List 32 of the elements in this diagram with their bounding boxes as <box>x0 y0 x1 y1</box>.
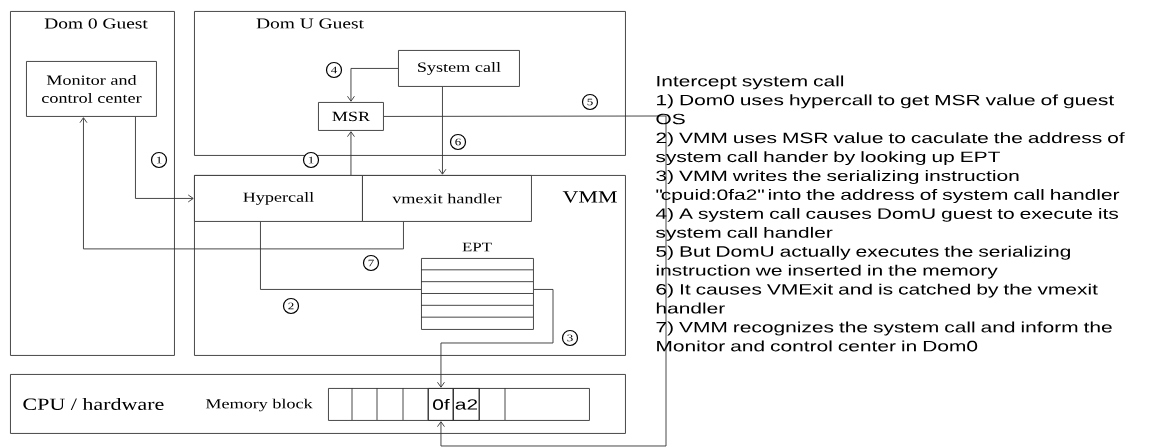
arrow <box>135 116 194 203</box>
step-text: 7) VMM recognizes the system call and inform the Monitor and control center in Dom0 <box>656 321 1112 352</box>
step-text: 5) But DomU actually executes the serializing instruction we inserted in the memory <box>656 245 1070 279</box>
memory-cell: a2 <box>453 388 480 421</box>
edge-label: 3 <box>561 329 579 347</box>
edge-label: 4 <box>325 61 343 79</box>
memory-cell: 0f <box>428 388 454 421</box>
edge-label: 1 <box>150 151 168 169</box>
step-text: 3) VMM writes the serializing instruction "cpuid:0fa2" into the address of system call handler <box>656 170 1120 203</box>
arrow <box>79 117 404 250</box>
arrow <box>347 68 399 102</box>
heading-text: Intercept system call <box>657 75 844 90</box>
process-box: System call <box>398 50 520 87</box>
edge-label: 7 <box>362 254 380 272</box>
step-text: 4) A system call causes DomU guest to execute its system call handler <box>655 207 1119 241</box>
step-text: 1) Dom0 uses hypercall to get MSR value of guest OS <box>656 94 1115 125</box>
process-box: vmexit handler <box>362 175 532 222</box>
process-box: Monitor and control center <box>26 61 157 117</box>
arrow <box>438 86 447 175</box>
step-text: 2) VMM uses MSR value to caculate the address of system call hander by looking up EPT <box>656 132 1125 166</box>
table-title: EPT <box>462 242 492 252</box>
process-box: MSR <box>318 102 384 131</box>
arrow <box>347 131 355 176</box>
row-label: Memory block <box>205 398 313 412</box>
arrow <box>383 115 667 447</box>
edge-label: 1 <box>302 151 320 169</box>
edge-label: 2 <box>282 297 300 315</box>
edge-label: 6 <box>449 133 467 151</box>
process-box: Hypercall <box>194 175 363 222</box>
arrow <box>437 289 554 388</box>
edge-label: 5 <box>581 93 599 111</box>
step-text: 6) It causes VMExit and is catched by the vmexit handler <box>656 283 1098 314</box>
